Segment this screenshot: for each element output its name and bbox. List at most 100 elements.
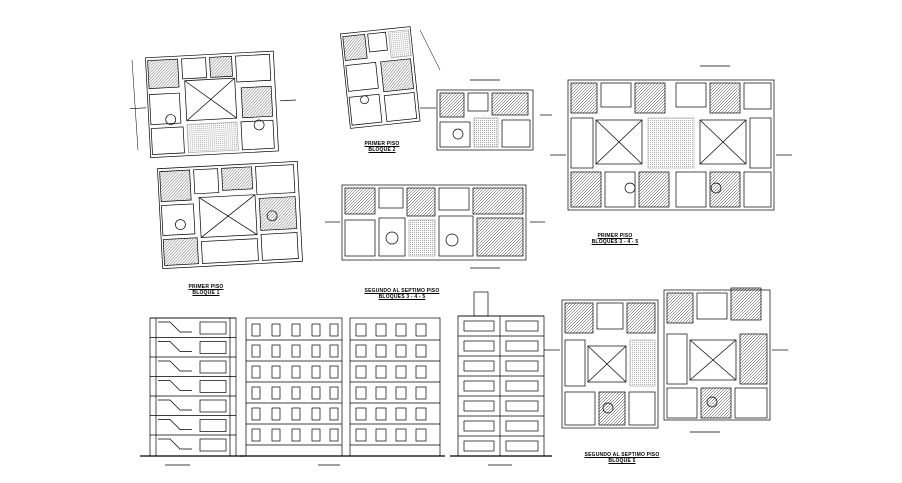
caption-bloques-3-4-5-segundo: SEGUNDO AL SEPTIMO PISO BLOQUES 3 - 4 - …: [352, 288, 452, 300]
caption-subtitle: BLOQUE 2: [368, 147, 396, 153]
window: [271, 407, 281, 421]
stair-line: [158, 321, 192, 333]
caption-bloque-1: PRIMER PISO BLOQUE 1: [176, 284, 236, 296]
window: [415, 428, 427, 442]
room-outline: [199, 321, 227, 335]
window: [251, 428, 261, 442]
caption-title: PRIMER PISO: [188, 284, 224, 290]
room-outline: [199, 399, 227, 413]
room-outline: [463, 320, 495, 332]
window: [311, 386, 321, 400]
caption-subtitle: BLOQUES 3 - 4 - 5: [591, 239, 639, 245]
room-outline: [199, 380, 227, 393]
room-outline: [463, 400, 495, 412]
window: [375, 428, 387, 442]
window: [329, 407, 339, 421]
room-outline: [463, 440, 495, 452]
window: [355, 407, 367, 421]
room-outline: [505, 440, 539, 452]
room-outline: [463, 340, 495, 352]
facade-elevation-center: [240, 317, 445, 466]
caption-subtitle: BLOQUES 3 - 4 - 5: [378, 294, 426, 300]
window: [311, 365, 321, 379]
window: [329, 323, 339, 337]
window: [415, 365, 427, 379]
stair-line: [158, 360, 192, 372]
room-outline: [505, 380, 539, 392]
window: [395, 407, 407, 421]
room-outline: [505, 360, 539, 372]
window: [415, 323, 427, 337]
window: [271, 323, 281, 337]
window: [355, 365, 367, 379]
window: [251, 344, 261, 358]
floor-plan-bloque-5-segundo-piso: [544, 287, 788, 433]
caption-subtitle: BLOQUE 1: [192, 290, 220, 296]
window: [355, 344, 367, 358]
window: [251, 323, 261, 337]
section-elevation-left: [140, 317, 245, 466]
window: [415, 386, 427, 400]
window: [291, 365, 301, 379]
floor-plan-bloque-1: [130, 50, 303, 269]
window: [395, 386, 407, 400]
caption-title: SEGUNDO AL SEPTIMO PISO: [584, 452, 660, 458]
caption-bloque-5-segundo: SEGUNDO AL SEPTIMO PISO BLOQUE 5: [572, 452, 672, 464]
window: [251, 386, 261, 400]
window: [329, 428, 339, 442]
window: [329, 386, 339, 400]
room-outline: [463, 360, 495, 372]
window: [355, 386, 367, 400]
window: [329, 344, 339, 358]
window: [311, 344, 321, 358]
window: [375, 323, 387, 337]
window: [311, 407, 321, 421]
room-outline: [505, 400, 539, 412]
floor-plan-bloques-3-4-5-primer-piso: [550, 65, 792, 211]
floor-plan-segundo-piso-bloque-2: [325, 184, 545, 269]
window: [375, 344, 387, 358]
stair-line: [158, 341, 192, 352]
window: [395, 428, 407, 442]
window: [291, 323, 301, 337]
window: [311, 428, 321, 442]
room-outline: [463, 380, 495, 392]
window: [271, 365, 281, 379]
window: [271, 428, 281, 442]
window: [251, 365, 261, 379]
window: [251, 407, 261, 421]
window: [415, 407, 427, 421]
room-outline: [199, 419, 227, 432]
window: [395, 323, 407, 337]
window: [271, 386, 281, 400]
window: [329, 365, 339, 379]
room-outline: [199, 360, 227, 374]
window: [291, 344, 301, 358]
caption-title: PRIMER PISO: [597, 233, 633, 239]
window: [415, 344, 427, 358]
caption-title: PRIMER PISO: [364, 141, 400, 147]
window: [271, 344, 281, 358]
section-elevation-right: [450, 291, 552, 466]
window: [395, 344, 407, 358]
caption-title: SEGUNDO AL SEPTIMO PISO: [364, 288, 440, 294]
room-outline: [505, 340, 539, 352]
stair-line: [158, 380, 192, 391]
window: [375, 407, 387, 421]
stair-line: [158, 438, 192, 450]
window: [291, 386, 301, 400]
window: [395, 365, 407, 379]
window: [291, 428, 301, 442]
room-outline: [505, 320, 539, 332]
room-outline: [199, 341, 227, 354]
caption-subtitle: BLOQUE 5: [608, 458, 636, 464]
floor-plan-bloque-2: [340, 26, 552, 151]
window: [355, 323, 367, 337]
caption-bloques-3-4-5-primer: PRIMER PISO BLOQUES 3 - 4 - 5: [580, 233, 650, 245]
window: [375, 365, 387, 379]
window: [375, 386, 387, 400]
room-outline: [199, 438, 227, 452]
window: [291, 407, 301, 421]
room-outline: [505, 420, 539, 432]
